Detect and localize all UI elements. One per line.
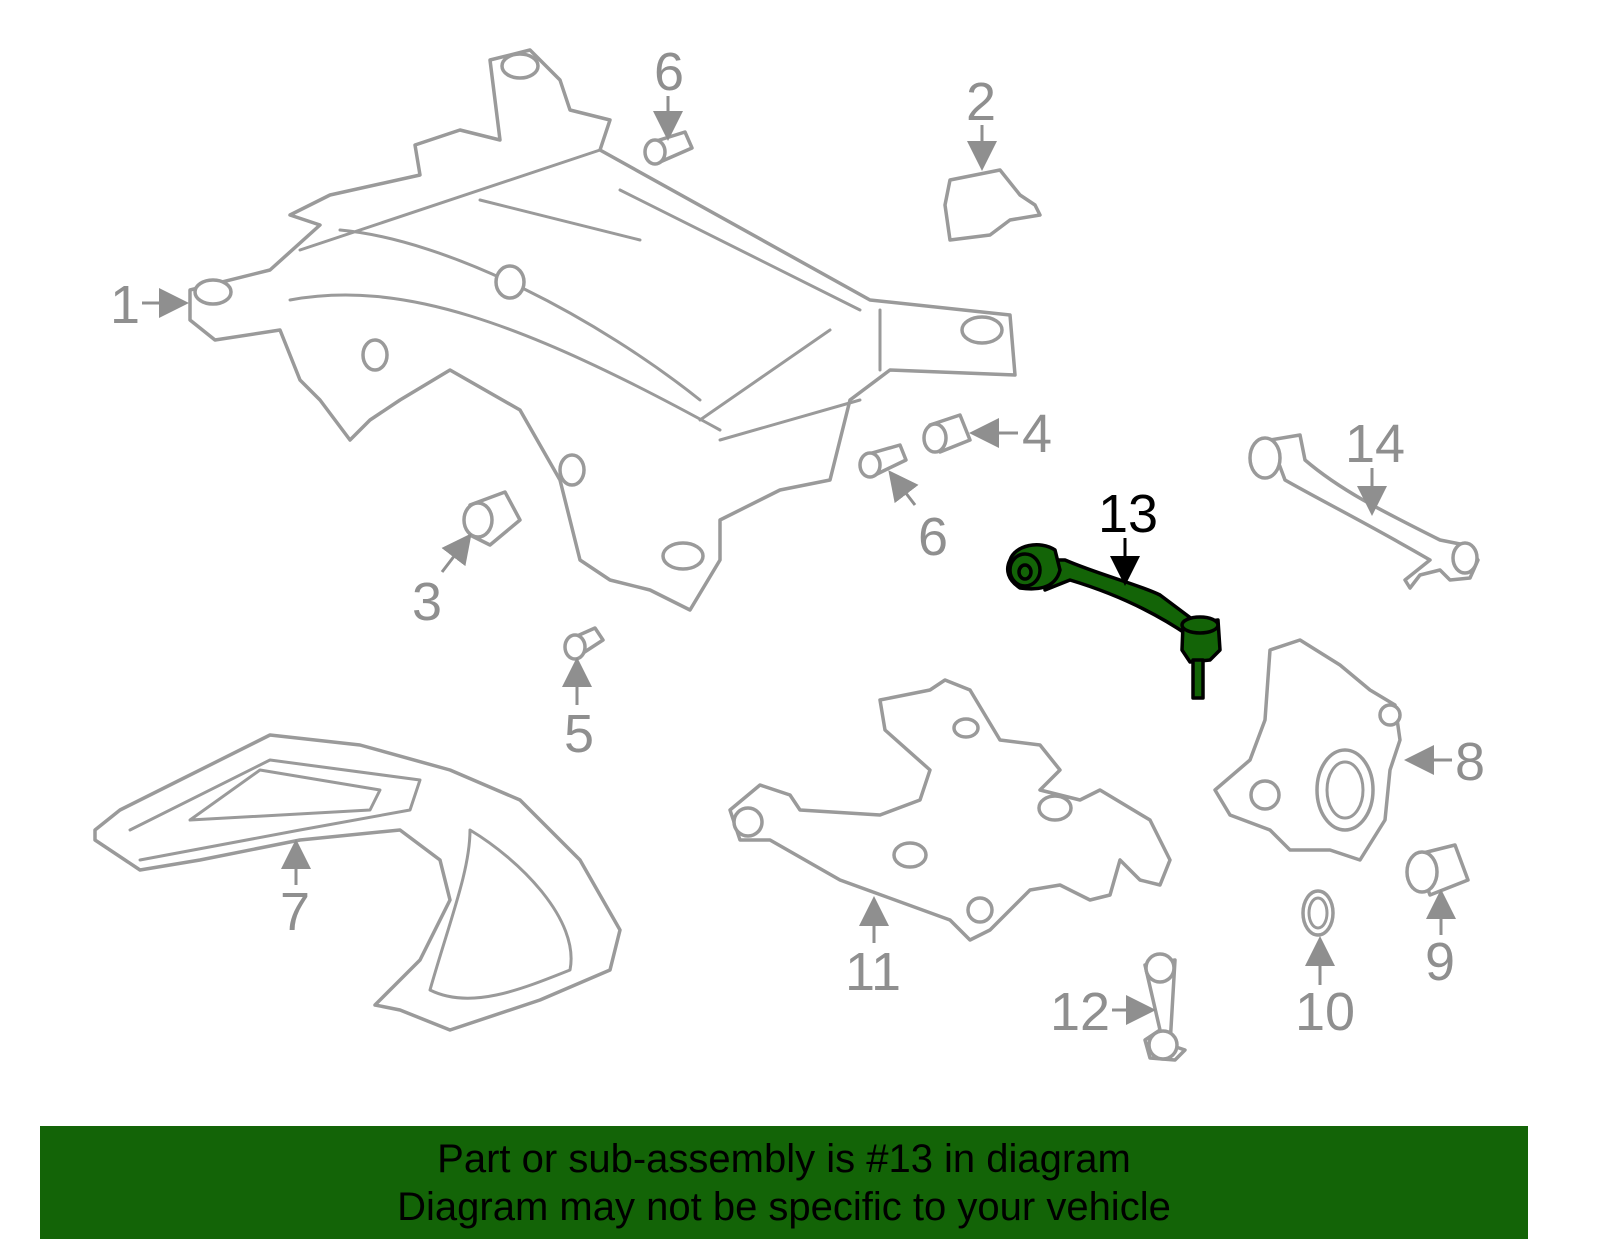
- part-6-bolt-top[interactable]: [643, 130, 694, 166]
- callout-6-top: 6: [653, 42, 684, 141]
- part-1-subframe[interactable]: [188, 48, 1017, 612]
- callout-5: 5: [562, 657, 594, 764]
- banner-line-disclaimer: Diagram may not be specific to your vehi…: [397, 1184, 1171, 1229]
- part-3-bushing[interactable]: [462, 490, 522, 547]
- label-4: 4: [1022, 404, 1052, 464]
- part-9-bushing[interactable]: [1405, 843, 1470, 897]
- part-5-bolt[interactable]: [563, 626, 605, 661]
- callout-13-selected: 13: [1098, 484, 1158, 586]
- label-7: 7: [280, 882, 310, 942]
- part-7-shield[interactable]: [93, 733, 622, 1032]
- callout-9: 9: [1425, 889, 1456, 992]
- callout-2: 2: [966, 72, 997, 171]
- part-10-ring[interactable]: [1301, 889, 1335, 937]
- label-8: 8: [1455, 732, 1485, 792]
- label-13: 13: [1098, 484, 1158, 544]
- label-10: 10: [1295, 982, 1355, 1042]
- callout-14: 14: [1345, 414, 1405, 516]
- callout-7: 7: [280, 839, 311, 942]
- callout-11: 11: [845, 896, 901, 1002]
- info-banner: Part or sub-assembly is #13 in diagram D…: [40, 1126, 1528, 1239]
- part-2-bracket[interactable]: [943, 168, 1042, 242]
- banner-line-part-number: Part or sub-assembly is #13 in diagram: [437, 1136, 1131, 1181]
- callout-10: 10: [1295, 936, 1355, 1042]
- part-8-knuckle[interactable]: [1213, 638, 1402, 862]
- callout-12: 12: [1050, 982, 1156, 1042]
- callout-8: 8: [1404, 732, 1485, 792]
- part-6-bolt-mid[interactable]: [858, 443, 908, 479]
- callout-4: 4: [969, 404, 1052, 464]
- part-13-upper-arm-highlighted[interactable]: [1006, 543, 1222, 700]
- label-11: 11: [845, 942, 901, 1002]
- label-9: 9: [1425, 932, 1455, 992]
- label-1: 1: [110, 275, 140, 335]
- label-6-mid: 6: [918, 507, 948, 567]
- label-3: 3: [412, 572, 442, 632]
- part-11-lower-arm[interactable]: [728, 678, 1172, 942]
- label-2: 2: [966, 72, 996, 132]
- label-6-top: 6: [654, 42, 684, 102]
- label-5: 5: [564, 704, 594, 764]
- part-4-bushing[interactable]: [922, 413, 972, 454]
- callout-6-mid: 6: [888, 470, 948, 567]
- label-14: 14: [1345, 414, 1405, 474]
- label-12: 12: [1050, 982, 1110, 1042]
- part-12-link[interactable]: [1143, 952, 1187, 1062]
- callout-3: 3: [412, 533, 472, 632]
- callout-1: 1: [110, 275, 189, 335]
